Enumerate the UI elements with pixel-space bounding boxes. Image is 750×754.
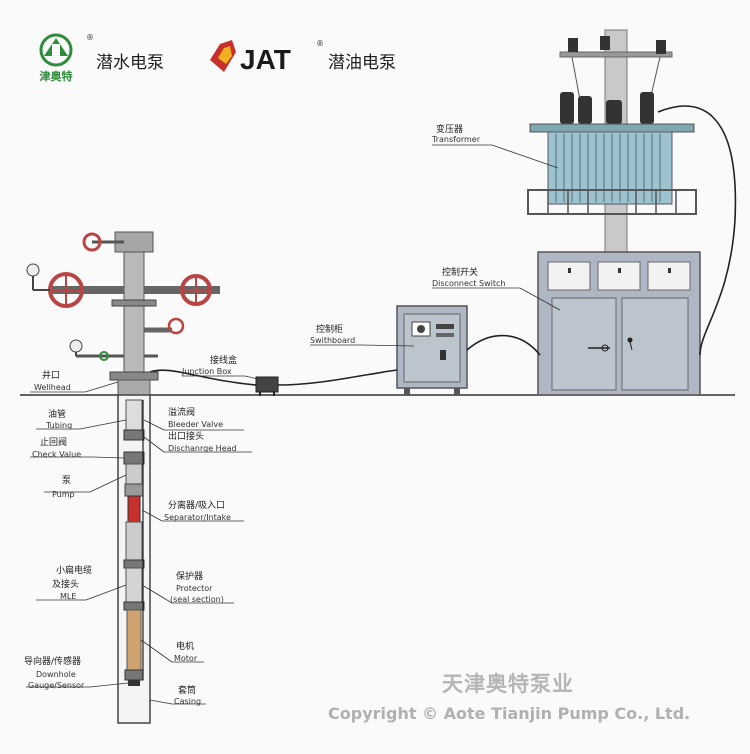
- label-protector-en2: (seal section): [170, 595, 224, 604]
- brand-product-2: 潜油电泵: [328, 53, 396, 73]
- label-discharge-cn: 出口接头: [168, 432, 205, 442]
- label-sensor-en1: Downhole: [36, 670, 76, 679]
- label-wellhead-cn: 井口: [42, 371, 61, 381]
- label-mle-en: MLE: [60, 592, 77, 601]
- watermark-company-cn: 天津奥特泵业: [442, 672, 574, 696]
- junction-box: [255, 376, 279, 396]
- label-wellhead-en: Wellhead: [34, 383, 71, 392]
- label-casing-cn: 套筒: [178, 686, 197, 696]
- label-pump-en: Pump: [52, 490, 75, 499]
- disconnect-switch-cabinet: [537, 251, 701, 396]
- label-separator-cn: 分离器/吸入口: [168, 501, 226, 511]
- transformer: [527, 92, 697, 215]
- label-checkvalve-en: Check Value: [32, 450, 82, 459]
- label-protector-en1: Protector: [176, 584, 213, 593]
- logo-left-text: 津奥特: [40, 69, 73, 83]
- label-mle-cn2: 及接头: [52, 580, 80, 590]
- brand-product-1: 潜水电泵: [96, 53, 164, 73]
- watermark-copyright: Copyright © Aote Tianjin Pump Co., Ltd.: [328, 704, 691, 723]
- downhole-string: [117, 394, 151, 724]
- label-disconnect-en: Disconnect Switch: [432, 279, 506, 288]
- label-motor-en: Motor: [174, 654, 198, 663]
- label-bleeder-cn: 溢流阀: [168, 408, 196, 418]
- switchboard-cabinet: [396, 305, 468, 395]
- label-protector-cn: 保护器: [176, 572, 204, 582]
- label-junction-cn: 接线盒: [210, 356, 238, 366]
- leader-lines: [26, 144, 561, 705]
- label-tubing-cn: 油管: [48, 410, 67, 420]
- label-transformer-en: Transformer: [432, 135, 481, 144]
- label-mle-cn1: 小扁电缆: [56, 566, 93, 576]
- label-disconnect-cn: 控制开关: [442, 268, 479, 278]
- label-switchboard-en: Swithboard: [310, 336, 356, 345]
- svg-text:®: ®: [316, 39, 324, 48]
- wellhead-assembly: [26, 231, 220, 396]
- label-checkvalve-cn: 止回阀: [40, 438, 68, 448]
- label-sensor-cn: 导向器/传感器: [24, 657, 82, 667]
- label-sensor-en2: Gauge/Sensor: [28, 681, 85, 690]
- label-pump-cn: 泵: [62, 476, 72, 486]
- svg-text:®: ®: [86, 33, 94, 42]
- label-junction-en: Junction Box: [182, 367, 232, 376]
- label-separator-en: Separator/Intake: [164, 513, 231, 522]
- label-casing-en: Casing: [174, 697, 202, 706]
- label-tubing-en: Tubing: [46, 421, 73, 430]
- label-bleeder-en: Bleeder Valve: [168, 420, 224, 429]
- jat-logo-text: JAT: [240, 44, 291, 75]
- jat-logo: JAT ®: [210, 39, 324, 75]
- left-logo: 津奥特 ®: [39, 33, 94, 83]
- label-transformer-cn: 变压器: [436, 125, 464, 135]
- power-cables: [149, 105, 737, 386]
- label-switchboard-cn: 控制柜: [316, 325, 344, 335]
- label-motor-cn: 电机: [176, 642, 195, 652]
- label-discharge-en: Dischanrge Head: [168, 444, 237, 453]
